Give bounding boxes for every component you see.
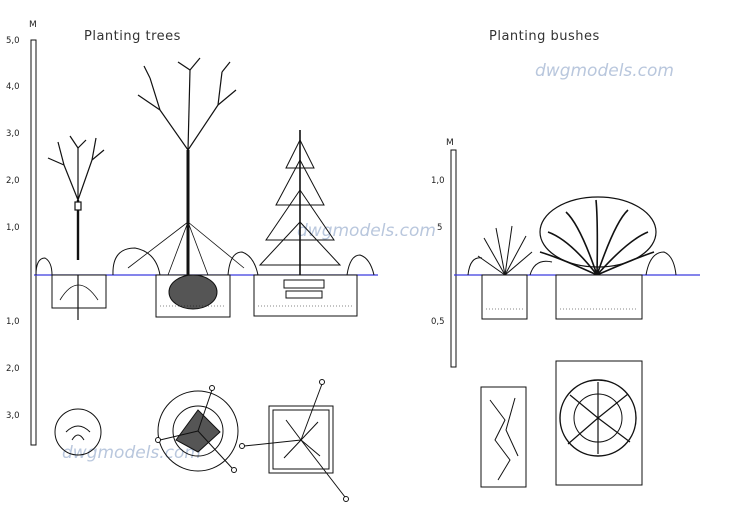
bush-sparse <box>467 225 553 320</box>
bush-height-scale: M 1,0 5 0,5 <box>431 138 457 368</box>
bush-scale-tick-half: 5 <box>437 223 442 233</box>
tree-conifer <box>253 130 358 317</box>
title-planting-trees: Planting trees <box>84 29 181 44</box>
title-planting-bushes: Planting bushes <box>489 29 600 44</box>
plan-view-tall-tree <box>155 385 239 473</box>
tree-tall-deciduous <box>127 57 245 318</box>
watermark-bottom-left: dwgmodels.com <box>62 443 201 463</box>
tree-scale-tick-5: 5,0 <box>6 36 20 46</box>
tree-scale-tick-4: 4,0 <box>6 82 20 92</box>
bush-dense <box>539 196 677 320</box>
tree-scale-tick-3: 3,0 <box>6 129 20 139</box>
plan-view-small-tree <box>54 408 102 456</box>
plan-view-dense-bush <box>555 360 643 486</box>
plan-view-conifer <box>239 379 349 502</box>
soil-mounds-trees <box>35 247 375 276</box>
tree-scale-tick-2: 2,0 <box>6 176 20 186</box>
bush-scale-unit: M <box>446 138 454 148</box>
tree-height-scale: M 5,0 4,0 3,0 2,0 1,0 1,0 2,0 3,0 <box>6 20 37 446</box>
watermark-top-right: dwgmodels.com <box>535 61 674 81</box>
bush-scale-tick-1: 1,0 <box>431 176 445 186</box>
tree-scale-tick-1: 1,0 <box>6 223 20 233</box>
tree-scale-unit: M <box>29 20 37 30</box>
bush-scale-tick-neg-half: 0,5 <box>431 317 445 327</box>
tree-scale-tick-neg3: 3,0 <box>6 411 20 421</box>
plan-view-sparse-bush <box>480 386 527 488</box>
tree-scale-tick-neg2: 2,0 <box>6 364 20 374</box>
watermark-center: dwgmodels.com <box>297 221 436 241</box>
tree-scale-tick-neg1: 1,0 <box>6 317 20 327</box>
tree-small-bare <box>47 135 107 320</box>
